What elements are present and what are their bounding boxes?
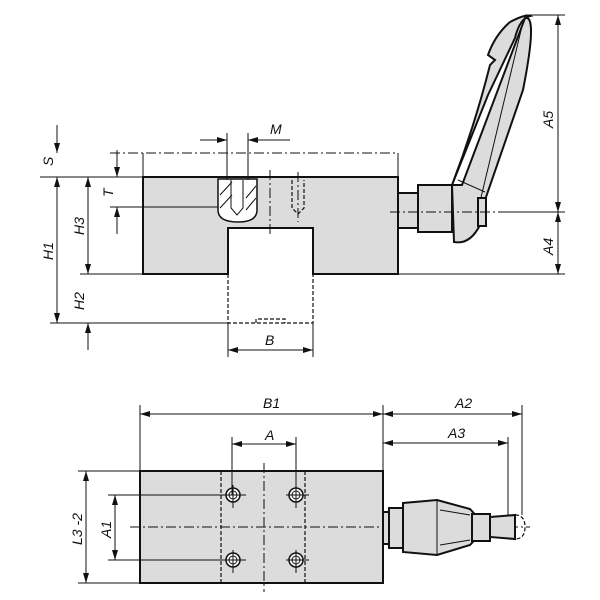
lever-shaft (397, 192, 419, 229)
dim-label-a5: A5 (540, 111, 556, 129)
knob-hex (471, 513, 491, 542)
dim-label-a3: A3 (447, 425, 465, 441)
rail-outline (227, 274, 314, 324)
section-hatching (219, 181, 257, 211)
thread-outline (230, 180, 244, 216)
dim-label-h1: H1 (40, 242, 56, 260)
dim-label-t: T (100, 187, 116, 197)
lever-edge (477, 21, 524, 211)
dim-label-a1: A1 (98, 521, 114, 539)
lever-hub (417, 184, 453, 233)
dim-label-a: A (264, 427, 274, 443)
hole-crosshairs (223, 485, 309, 573)
dim-label-a2: A2 (454, 395, 472, 411)
clamping-lever (397, 14, 534, 244)
lever-knob-top (382, 498, 526, 557)
knob-edges (436, 500, 471, 555)
knob-shaft (388, 507, 404, 549)
dim-label-h2: H2 (71, 292, 87, 310)
knob-tip (489, 513, 516, 541)
front-view: S H1 H3 H2 T M B A5 (40, 14, 565, 357)
dim-label-h3: H3 (71, 217, 87, 235)
dim-label-b1: B1 (263, 395, 280, 411)
lever-edge (457, 179, 486, 193)
dim-label-m: M (270, 121, 282, 137)
knob-tip-hidden (514, 514, 526, 540)
dim-label-l3: L3 -2 (69, 513, 85, 545)
dim-label-b: B (265, 332, 274, 348)
dim-label-a4: A4 (540, 238, 556, 256)
top-view: B1 A A2 A3 L3 -2 A1 (69, 395, 530, 592)
dim-label-s: S (40, 156, 56, 166)
knob-cone (402, 498, 483, 557)
threaded-hole-section (217, 178, 258, 223)
